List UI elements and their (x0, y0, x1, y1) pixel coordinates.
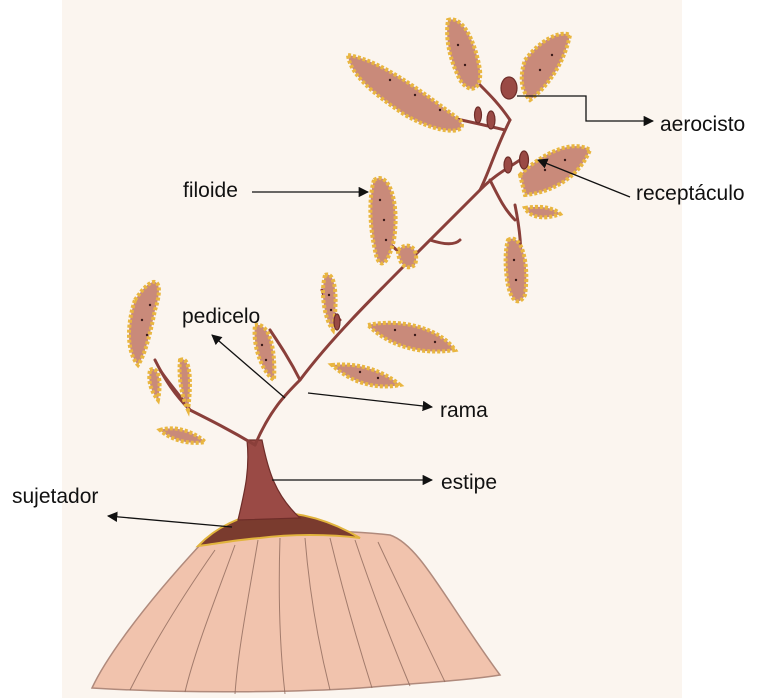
label-filoide: filoide (183, 180, 238, 201)
label-sujetador: sujetador (12, 486, 98, 507)
label-estipe: estipe (441, 472, 497, 493)
label-aerocisto: aerocisto (660, 114, 745, 135)
label-rama: rama (440, 400, 488, 421)
label-receptaculo: receptáculo (636, 183, 745, 204)
label-pedicelo: pedicelo (182, 306, 260, 327)
